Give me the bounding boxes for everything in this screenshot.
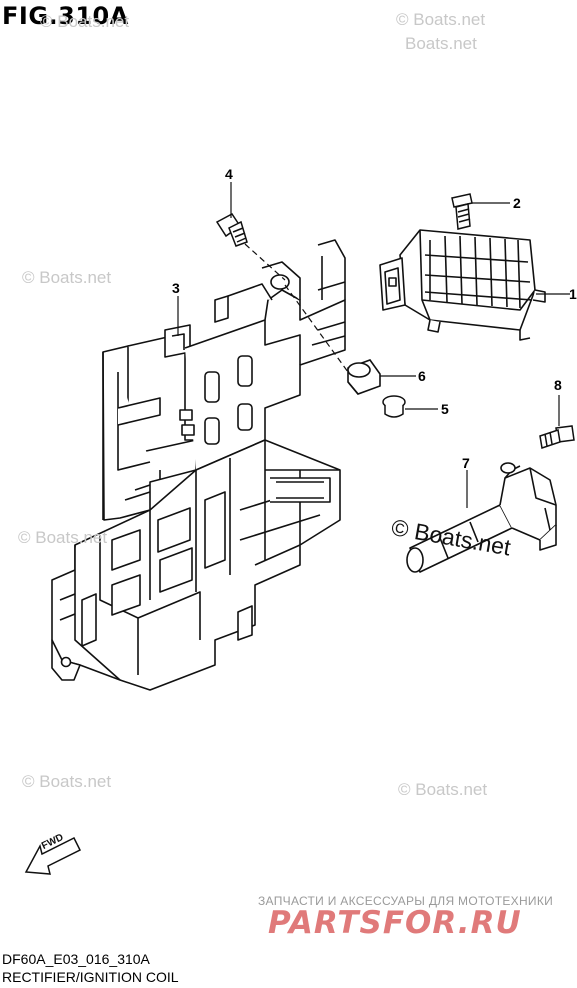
watermark: © Boats.net xyxy=(22,772,112,791)
callout-8[interactable]: 8 xyxy=(554,377,562,393)
callout-3[interactable]: 3 xyxy=(172,280,180,296)
callout-4[interactable]: 4 xyxy=(225,166,233,182)
bracket-bolt-part[interactable] xyxy=(215,213,248,247)
rectifier-regulator-part[interactable] xyxy=(379,229,546,341)
figure-title: FIG.310A xyxy=(2,2,129,30)
coil-bolt-part[interactable] xyxy=(539,425,575,449)
leader-lines xyxy=(177,182,570,508)
watermark: © Boats.net xyxy=(40,12,130,31)
grommet-part[interactable] xyxy=(347,359,381,395)
watermark: © Boats.net xyxy=(398,780,488,799)
callout-1[interactable]: 1 xyxy=(569,286,577,302)
diagram-caption: RECTIFIER/IGNITION COIL xyxy=(2,969,179,985)
ignition-coil-part[interactable] xyxy=(406,462,557,573)
callout-2[interactable]: 2 xyxy=(513,195,521,211)
rectifier-bolt-part[interactable] xyxy=(451,193,473,230)
forward-arrow-icon xyxy=(24,836,82,875)
shop-tagline: ЗАПЧАСТИ И АКСЕССУАРЫ ДЛЯ МОТОТЕХНИКИ xyxy=(258,894,554,908)
watermark: © Boats.net xyxy=(396,10,486,29)
diagram-code: DF60A_E03_016_310A xyxy=(2,951,150,967)
bracket-holder-part[interactable] xyxy=(51,239,346,691)
watermark: © Boats.net xyxy=(22,268,112,287)
shop-logo: PARTSFOR.RU xyxy=(268,905,522,941)
callout-5[interactable]: 5 xyxy=(441,401,449,417)
collar-part[interactable] xyxy=(382,395,406,418)
watermark: Boats.net xyxy=(405,34,477,53)
callout-7[interactable]: 7 xyxy=(462,455,470,471)
callout-6[interactable]: 6 xyxy=(418,368,426,384)
watermark: © Boats.net xyxy=(18,528,108,547)
